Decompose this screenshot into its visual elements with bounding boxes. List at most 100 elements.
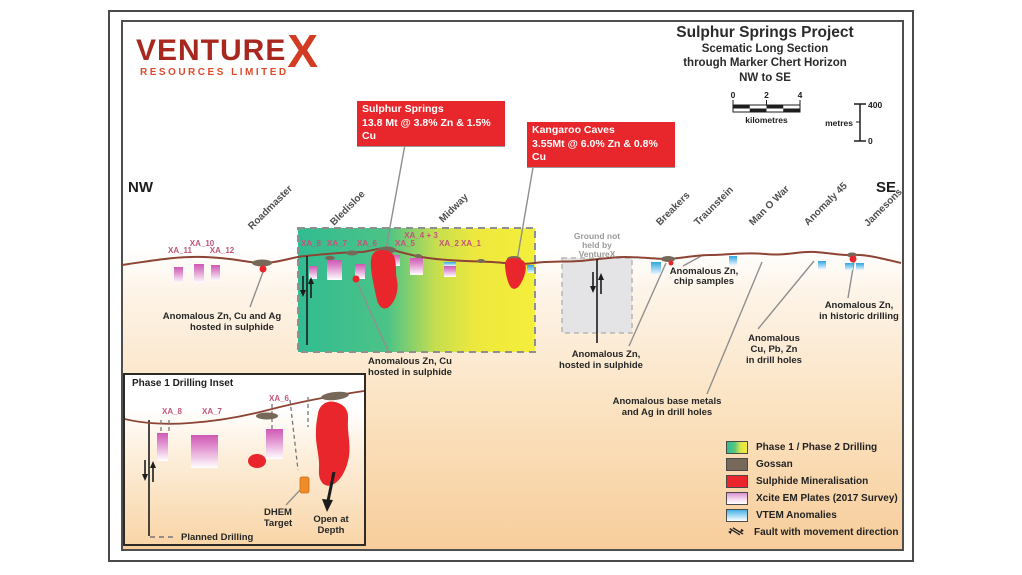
vtem-anomaly (527, 265, 534, 273)
hole-xa7: XA_7 (327, 239, 348, 248)
phase-drilling-area (297, 227, 536, 353)
kangaroo-caves-callout: Kangaroo Caves 3.55Mt @ 6.0% Zn & 0.8% C… (527, 122, 675, 167)
annotations: Anomalous Zn, Cu and Ag hosted in sulphi… (163, 266, 899, 418)
marker-chert-horizon-line (121, 247, 902, 266)
inset-title: Phase 1 Drilling Inset (132, 378, 234, 389)
leader-breakers-note (628, 262, 667, 347)
km-tick-0: 0 (731, 90, 736, 100)
vtem-anomaly (856, 263, 864, 270)
fault-arrowhead (150, 461, 156, 468)
em-plate (410, 258, 423, 275)
leader-manowar-note (706, 261, 763, 395)
gossan (477, 259, 485, 263)
gossan (414, 254, 422, 258)
se-label: SE (876, 179, 896, 196)
fault-arrowhead (142, 474, 148, 481)
vtem-anomaly (818, 261, 826, 269)
ground-note-line1: Ground not (574, 231, 620, 241)
legend-row-xcite: Xcite EM Plates (2017 Survey) (726, 491, 898, 505)
legend-row-sulphide: Sulphide Mineralisation (726, 474, 898, 488)
red-anomaly-dot (849, 255, 857, 263)
km-tick-4: 4 (798, 90, 803, 100)
location-midway: Midway (437, 191, 471, 225)
bledisloe-note: Anomalous Zn, Cu (368, 356, 452, 367)
legend-row-gossan: Gossan (726, 457, 898, 471)
legend-row-fault: Fault with movement direction (726, 526, 898, 538)
em-plate (444, 266, 456, 277)
legend-label: Xcite EM Plates (2017 Survey) (756, 492, 898, 504)
location-anomaly45: Anomaly 45 (802, 180, 850, 228)
sulphur-springs-callout: Sulphur Springs 13.8 Mt @ 3.8% Zn & 1.5%… (357, 101, 505, 146)
fault-symbol-icon (728, 526, 744, 535)
dhem-target-label: Target (264, 518, 293, 529)
phase-gradient-swatch (726, 440, 748, 454)
breakers-note: Anomalous Zn, (572, 349, 641, 360)
open-at-depth-label: Open at (313, 514, 349, 525)
vtem-anomaly (729, 256, 737, 265)
dhem-leader (285, 489, 301, 506)
em-plate (174, 267, 183, 283)
inset-em-plate (266, 429, 283, 459)
open-at-depth-arrowhead (322, 499, 333, 512)
page-subtitle-1: Scematic Long Section (701, 43, 829, 55)
logo-subtitle: RESOURCES LIMITED (140, 67, 289, 78)
leader-chip-note (682, 254, 704, 267)
anomaly45-note: Cu, Pb, Zn (751, 344, 798, 355)
dhem-target-label: DHEM (264, 507, 292, 518)
inset-red-blob (248, 454, 266, 468)
drill-hole-labels: XA_11 XA_10 XA_12 XA_8 XA_7 XA_6 XA_5 XA… (168, 231, 482, 255)
outer-border (108, 10, 914, 562)
callout-title: Sulphur Springs (362, 103, 444, 115)
gossan-swatch (726, 457, 748, 471)
vtem-anomaly (444, 262, 456, 266)
planned-drilling-label: Planned Drilling (181, 532, 254, 543)
legend-row-phase: Phase 1 / Phase 2 Drilling (726, 440, 898, 454)
km-scale-bar: 0 2 4 kilometres (731, 90, 803, 125)
red-anomaly-dot (668, 260, 674, 266)
km-tick-2: 2 (764, 90, 769, 100)
xcite-em-plates (174, 255, 456, 283)
breakers-note: hosted in sulphide (559, 360, 643, 371)
em-plate (194, 264, 204, 283)
legend-label: VTEM Anomalies (756, 509, 837, 521)
leader-lines (249, 127, 855, 395)
inset-open-at-depth-body (315, 401, 350, 486)
em-plate (391, 255, 400, 266)
inset-gossan (321, 391, 349, 401)
hole-xa10: XA_10 (190, 239, 215, 248)
vtem-anomalies (444, 256, 864, 274)
gossan (252, 259, 272, 267)
manowar-note: Anomalous base metals (613, 396, 722, 407)
inset-surface-line (124, 390, 365, 425)
leader-kangaroo-caves (516, 149, 537, 262)
fault-arrowhead (308, 277, 314, 284)
ground-not-held-note: Ground not held by VentureX (574, 231, 620, 259)
dhem-target-marker (299, 476, 310, 494)
hole-xa2: XA_2 (439, 239, 460, 248)
inset-em-plate (157, 433, 168, 461)
leader-anomaly45-note (757, 260, 815, 330)
page-title: Sulphur Springs Project (676, 24, 854, 41)
inset-hole-xa6: XA_6 (269, 394, 290, 403)
vtem-swatch (726, 508, 748, 522)
fault-arrowhead (300, 290, 306, 297)
legend-label: Gossan (756, 458, 793, 470)
em-plate (355, 264, 365, 279)
chip-note: chip samples (674, 276, 734, 287)
hole-xa5: XA_5 (395, 239, 416, 248)
sulphur-springs-body (370, 250, 398, 309)
title-block: Sulphur Springs Project Scematic Long Se… (630, 24, 900, 85)
xcite-swatch (726, 491, 748, 505)
fault-arrowhead (590, 286, 596, 293)
jamesons-note: Anomalous Zn, (825, 300, 894, 311)
location-labels: Roadmaster Bledisloe Midway Breakers Tra… (246, 180, 905, 232)
callout-grade: 3.55Mt @ 6.0% Zn & 0.8% Cu (532, 137, 658, 164)
legend-label: Phase 1 / Phase 2 Drilling (756, 441, 878, 453)
gossan (661, 256, 675, 262)
anomaly45-note: in drill holes (746, 355, 802, 366)
sulphide-swatch (726, 474, 748, 488)
hole-xa4-3: XA_4 + 3 (404, 231, 438, 240)
chip-note: Anomalous Zn, (670, 266, 739, 277)
